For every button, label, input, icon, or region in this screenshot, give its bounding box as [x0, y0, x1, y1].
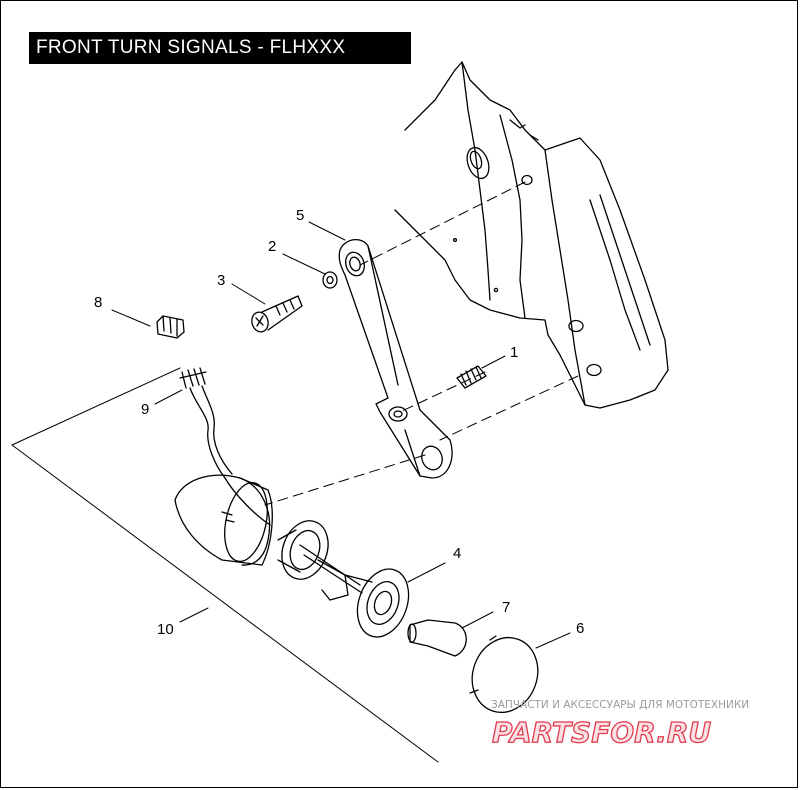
bulb-part-7 — [407, 619, 467, 657]
callout-7: 7 — [502, 599, 510, 616]
turn-signal-housing-part-10 — [174, 474, 273, 566]
washer-part-2 — [322, 271, 338, 289]
callout-6: 6 — [576, 620, 584, 637]
lens-part-6 — [469, 635, 539, 713]
callout-10: 10 — [157, 621, 174, 638]
watermark-logo: PARTSFOR.RU — [492, 716, 711, 749]
callout-2: 2 — [268, 238, 276, 255]
socket-assembly-part-4 — [277, 520, 410, 638]
callout-5: 5 — [296, 207, 304, 224]
screw-part-3 — [251, 295, 303, 333]
leader-lines — [11, 221, 571, 763]
callout-1: 1 — [510, 344, 518, 361]
callout-4: 4 — [453, 545, 461, 562]
set-screw-part-1 — [456, 365, 487, 389]
mounting-bracket-part-5 — [338, 239, 453, 479]
callout-8: 8 — [94, 294, 102, 311]
watermark-tagline: ЗАПЧАСТИ И АКСЕССУАРЫ ДЛЯ МОТОТЕХНИКИ — [491, 699, 749, 711]
diagram-title-text: FRONT TURN SIGNALS - FLHXXX — [36, 37, 346, 58]
diagram-title: FRONT TURN SIGNALS - FLHXXX — [29, 32, 411, 64]
connector-part-8 — [156, 315, 185, 339]
assembly-lines — [264, 181, 579, 506]
wire-terminals-part-9 — [179, 367, 233, 479]
callout-3: 3 — [217, 272, 225, 289]
callout-9: 9 — [141, 401, 149, 418]
fairing-mount-structure — [394, 61, 669, 409]
